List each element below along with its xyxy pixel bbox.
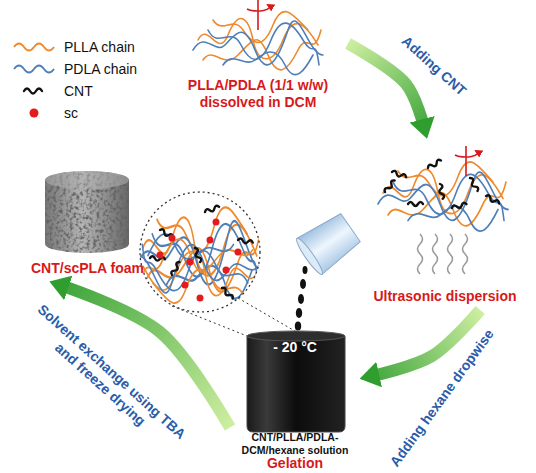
process-stage: - 20 °C CNT/PLLA/PDLA-DCM/hexane solution…: [230, 324, 360, 472]
foam-body: [40, 165, 135, 260]
stage-label: PLLA/PDLA (1/1 w/w) dissolved in DCM: [168, 77, 348, 111]
sc-dot: [182, 282, 189, 289]
stage-label: - 20 °C: [230, 339, 360, 356]
ultrasonic-waves: [418, 234, 468, 274]
cnt-mark: [427, 159, 442, 170]
cnt-mark: [383, 179, 396, 193]
stage-label: CNT/scPLA foam: [25, 260, 150, 277]
zoom-line: [172, 306, 252, 338]
drop: [295, 322, 301, 331]
magnified-network: [138, 192, 262, 312]
cup-rim: [294, 236, 326, 277]
drop: [296, 308, 302, 318]
legend-swatch: [30, 109, 39, 118]
legend-sample: [12, 61, 56, 77]
legend-line-sample: [14, 66, 54, 73]
zoom-line: [238, 298, 300, 334]
cnt-mark: [438, 184, 445, 199]
cnt-mark: [391, 170, 406, 179]
sc-dot: [157, 252, 164, 259]
cnt-group: [383, 159, 500, 210]
polymer-chains: [378, 162, 508, 231]
legend-row: CNT: [12, 82, 93, 100]
stage-label: Ultrasonic dispersion: [365, 288, 525, 305]
process-stage: PLLA/PDLA (1/1 w/w) dissolved in DCM: [168, 5, 348, 115]
cnt-mark: [204, 205, 219, 214]
legend-row: sc: [12, 104, 78, 122]
step-label: Solvent exchange using TBA and freeze dr…: [20, 299, 191, 458]
stir-arrow: [247, 0, 270, 30]
step-label: Adding CNT: [398, 33, 469, 100]
stage-label: Gelation: [230, 455, 360, 472]
wave-line: [418, 234, 423, 274]
foam-cylinder: [40, 165, 135, 260]
cnt-mark: [193, 247, 202, 262]
sc-dot: [169, 235, 176, 242]
legend-label: CNT: [64, 83, 93, 99]
cnt-mark: [238, 238, 253, 245]
cnt-mark: [468, 177, 479, 192]
wave-line: [463, 234, 468, 274]
cup-body: [297, 210, 363, 275]
legend-row: PLLA chain: [12, 38, 135, 56]
legend-label: PDLA chain: [64, 61, 137, 77]
legend-line-sample: [14, 44, 54, 51]
step-label: Adding hexane dropwise: [387, 326, 498, 470]
stir-rod: [465, 146, 467, 176]
stage-label: CNT/PLLA/PDLA-DCM/hexane solution: [230, 431, 360, 456]
legend-row: PDLA chain: [12, 60, 137, 78]
sc-dot: [223, 267, 230, 274]
process-stage: Ultrasonic dispersion: [365, 138, 525, 310]
foam-top: [45, 171, 129, 189]
magnifier-ring: [140, 192, 260, 312]
sc-dots: [157, 219, 242, 302]
foam-base: [40, 165, 135, 260]
hexane-drops: [295, 266, 308, 331]
legend-cnt-sample: [24, 89, 42, 94]
legend-sample: [12, 83, 56, 99]
wave-line: [448, 234, 453, 274]
wave-line: [433, 234, 438, 274]
sc-dot: [197, 295, 204, 302]
pouring-cup: [294, 210, 363, 277]
drop: [303, 266, 308, 274]
drop: [300, 279, 306, 289]
polymer-tangle: [378, 162, 508, 231]
legend-sample: [12, 39, 56, 55]
cnt-mark: [408, 202, 423, 206]
stir-arc: [455, 151, 478, 157]
drop: [298, 294, 304, 304]
stir-arc: [247, 5, 270, 11]
stir-arrow: [455, 146, 478, 176]
cnt-mark: [170, 261, 181, 276]
cnt-mark: [451, 202, 467, 210]
legend-label: sc: [64, 105, 78, 121]
process-stage: CNT/scPLA foam: [25, 165, 150, 280]
sc-dot: [235, 249, 242, 256]
cnt-mark: [221, 287, 234, 300]
legend-label: PLLA chain: [64, 39, 135, 55]
sc-dot: [187, 259, 194, 266]
cnt-mark: [485, 194, 500, 205]
sc-dot: [207, 237, 214, 244]
legend-sample: [12, 105, 56, 121]
foam-pores: [40, 165, 135, 260]
stir-rod: [257, 0, 259, 30]
sc-dot: [213, 219, 220, 226]
